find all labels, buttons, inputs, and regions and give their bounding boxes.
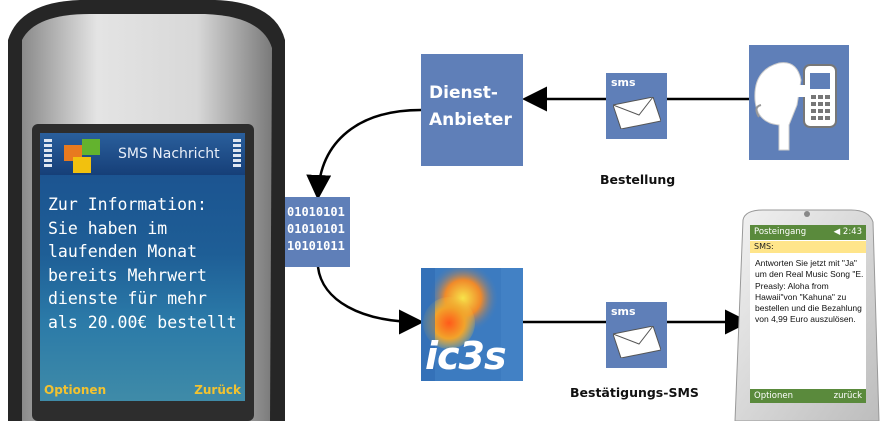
- sms-label: sms: [611, 76, 636, 89]
- pda-screen: Posteingang ◀ 2:43 SMS: Antworten Sie je…: [750, 225, 866, 403]
- phone-screen: SMS Nachricht Zur Information: Sie haben…: [40, 133, 245, 401]
- inbox-label: Posteingang: [754, 227, 807, 237]
- binary-data-box: 01010101 01010101 10101011: [285, 197, 350, 267]
- options-softkey[interactable]: Optionen: [44, 383, 107, 397]
- pda-softkey-bar: Optionen zurück: [750, 389, 866, 403]
- pda-device: Posteingang ◀ 2:43 SMS: Antworten Sie je…: [733, 208, 880, 421]
- person-phone-icon: [754, 62, 837, 151]
- pda-title-bar: Posteingang ◀ 2:43: [750, 225, 866, 240]
- pda-options-softkey[interactable]: Optionen: [754, 391, 793, 401]
- binary-text: 01010101 01010101 10101011: [287, 205, 345, 253]
- ic3s-logo: ic3s: [421, 268, 523, 381]
- sms-envelope-confirmation: sms: [606, 302, 667, 368]
- caption-order: Bestellung: [600, 172, 676, 187]
- arrow-binary-to-logo: [316, 266, 424, 335]
- customer-box: [749, 45, 849, 160]
- envelope-icon: [613, 326, 661, 358]
- sms-message: Zur Information: Sie haben im laufenden …: [48, 195, 237, 332]
- pda-message: Antworten Sie jetzt mit "Ja" um den Real…: [755, 258, 864, 325]
- logo-graphic: [421, 268, 523, 381]
- cubes-icon: [64, 139, 100, 173]
- logo-text: ic3s: [425, 334, 507, 378]
- sms-envelope-order: sms: [606, 73, 667, 139]
- envelope-icon: [613, 97, 661, 129]
- caption-confirmation: Bestätigungs-SMS: [570, 385, 699, 400]
- mobile-phone: SMS Nachricht Zur Information: Sie haben…: [0, 0, 290, 421]
- arrow-provider-to-binary: [306, 108, 422, 200]
- sms-header: SMS:: [754, 242, 774, 251]
- signal-icon: [44, 139, 52, 169]
- sms-label: sms: [611, 305, 636, 318]
- screen-header: SMS Nachricht: [40, 133, 245, 175]
- status-time: ◀ 2:43: [833, 227, 862, 237]
- service-provider-box: Dienst- Anbieter: [421, 54, 523, 166]
- service-provider-label: Dienst- Anbieter: [429, 83, 512, 130]
- screen-title: SMS Nachricht: [118, 146, 220, 162]
- battery-icon: [233, 139, 241, 169]
- back-softkey[interactable]: Zurück: [194, 383, 241, 397]
- pda-back-softkey[interactable]: zurück: [833, 391, 862, 401]
- sms-header-bar: SMS:: [750, 241, 866, 253]
